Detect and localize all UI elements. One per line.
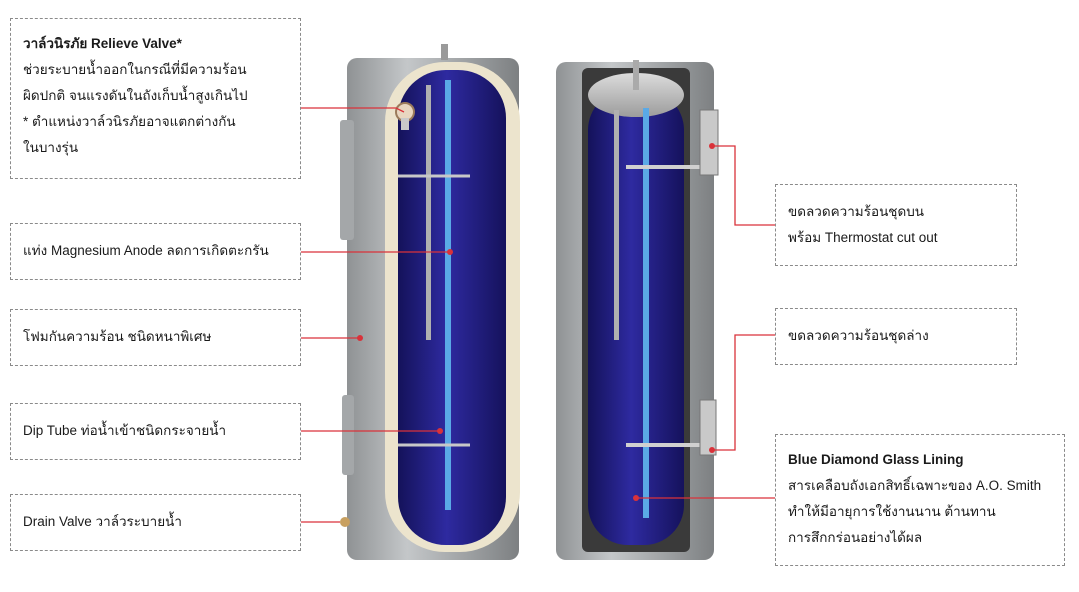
lining-line-3: การสึกกร่อนอย่างได้ผล <box>788 530 923 545</box>
dip-tube-label: Dip Tube ท่อน้ำเข้าชนิดกระจายน้ำ <box>23 423 227 438</box>
leader-lower-element <box>712 334 775 451</box>
leader-upper-element <box>712 145 775 226</box>
relief-valve-line-3: * ตำแหน่งวาล์วนิรภัยอาจแตกต่างกัน <box>23 114 236 129</box>
foam-label: โฟมกันความร้อน ชนิดหนาพิเศษ <box>23 329 212 344</box>
relief-valve-title: วาล์วนิรภัย Relieve Valve* <box>23 36 182 51</box>
left-tank-top-fitting <box>441 44 448 60</box>
left-tank <box>340 44 520 560</box>
dip-tube <box>426 85 431 340</box>
callout-relief-valve: วาล์วนิรภัย Relieve Valve* ช่วยระบายน้ำอ… <box>10 18 301 179</box>
upper-element-line-1: ขดลวดความร้อนชุดบน <box>788 204 925 219</box>
right-tank-top-fitting <box>633 60 639 90</box>
relief-valve-line-4: ในบางรุ่น <box>23 140 79 155</box>
right-inner-tank <box>588 90 684 545</box>
lining-line-2: ทำให้มีอายุการใช้งานนาน ต้านทาน <box>788 504 996 519</box>
callout-lower-element: ขดลวดความร้อนชุดล่าง <box>775 308 1017 365</box>
callout-lining: Blue Diamond Glass Lining สารเคลือบถังเอ… <box>775 434 1065 566</box>
leader-dots <box>357 143 715 501</box>
anode-rod <box>445 80 451 510</box>
callout-drain-valve: Drain Valve วาล์วระบายน้ำ <box>10 494 301 551</box>
lower-thermostat-icon <box>699 399 717 456</box>
lining-title: Blue Diamond Glass Lining <box>788 452 964 467</box>
upper-thermostat-icon <box>699 109 719 176</box>
drain-valve-label: Drain Valve วาล์วระบายน้ำ <box>23 514 182 529</box>
leader-relief-valve <box>300 107 405 113</box>
upper-element-line-2: พร้อม Thermostat cut out <box>788 230 938 245</box>
relief-valve-line-1: ช่วยระบายน้ำออกในกรณีที่มีความร้อน <box>23 62 247 77</box>
leader-lines <box>300 107 775 523</box>
tank-dome-top <box>588 73 684 117</box>
anode-label: แท่ง Magnesium Anode ลดการเกิดตะกรัน <box>23 243 269 258</box>
relief-valve-line-2: ผิดปกติ จนแรงดันในถังเก็บน้ำสูงเกินไป <box>23 88 248 103</box>
callout-dip-tube: Dip Tube ท่อน้ำเข้าชนิดกระจายน้ำ <box>10 403 301 460</box>
callout-foam: โฟมกันความร้อน ชนิดหนาพิเศษ <box>10 309 301 366</box>
right-dip-tube <box>614 110 619 340</box>
left-inner-tank <box>398 70 506 545</box>
left-tank-panel-lower <box>342 395 354 475</box>
right-tank <box>556 60 719 560</box>
relief-valve-stem-icon <box>401 118 409 130</box>
callout-upper-element: ขดลวดความร้อนชุดบน พร้อม Thermostat cut … <box>775 184 1017 266</box>
right-anode-rod <box>643 108 649 518</box>
lower-element-label: ขดลวดความร้อนชุดล่าง <box>788 328 929 343</box>
lining-line-1: สารเคลือบถังเอกสิทธิ์เฉพาะของ A.O. Smith <box>788 478 1042 493</box>
left-tank-panel-upper <box>340 120 354 240</box>
callout-anode: แท่ง Magnesium Anode ลดการเกิดตะกรัน <box>10 223 301 280</box>
drain-valve-icon <box>340 517 350 527</box>
